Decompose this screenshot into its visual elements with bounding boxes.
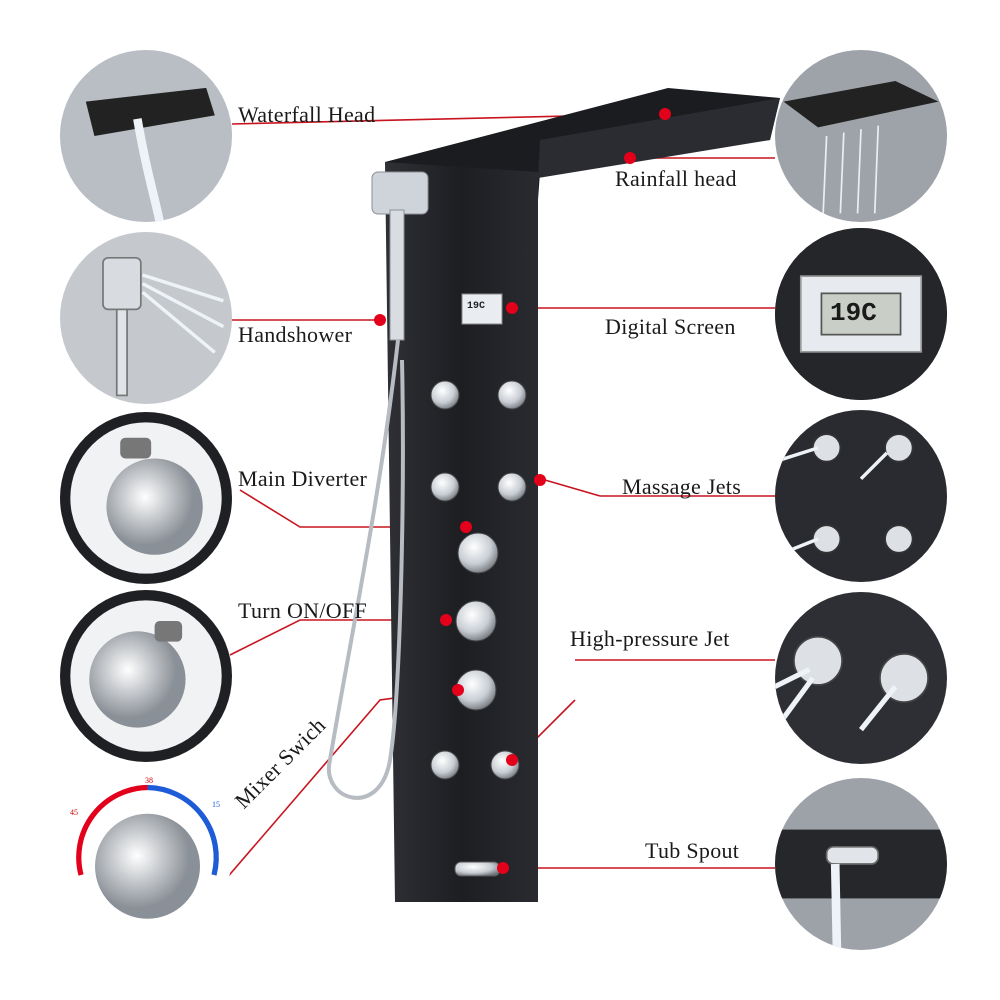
dial-mark-45: 45 (70, 808, 78, 817)
massage-jets-detail (775, 410, 947, 582)
rainfall-head-detail (775, 50, 947, 222)
mixer-switch-detail (60, 770, 235, 945)
label-turn-on-off: Turn ON/OFF (238, 598, 368, 623)
temperature-readout-small: 19C (467, 301, 486, 312)
label-handshower: Handshower (238, 322, 353, 347)
label-digital-screen: Digital Screen (605, 314, 736, 339)
dial-mark-38: 38 (145, 776, 153, 785)
high-pressure-jet-detail (775, 592, 947, 764)
turn-on-off-detail (60, 590, 232, 762)
label-massage-jets: Massage Jets (622, 474, 742, 499)
main-diverter-detail (60, 412, 232, 584)
label-high-pressure-jet: High-pressure Jet (570, 626, 730, 651)
label-tub-spout: Tub Spout (645, 838, 740, 863)
handshower-detail (60, 232, 232, 404)
tub-spout-detail (775, 778, 947, 950)
label-rainfall-head: Rainfall head (615, 166, 737, 191)
label-waterfall-head: Waterfall Head (238, 102, 376, 127)
waterfall-head-detail (60, 50, 232, 222)
temperature-readout-large: 19C (830, 298, 877, 328)
digital-screen-detail (775, 228, 947, 400)
dial-mark-15: 15 (212, 800, 220, 809)
label-main-diverter: Main Diverter (238, 466, 368, 491)
